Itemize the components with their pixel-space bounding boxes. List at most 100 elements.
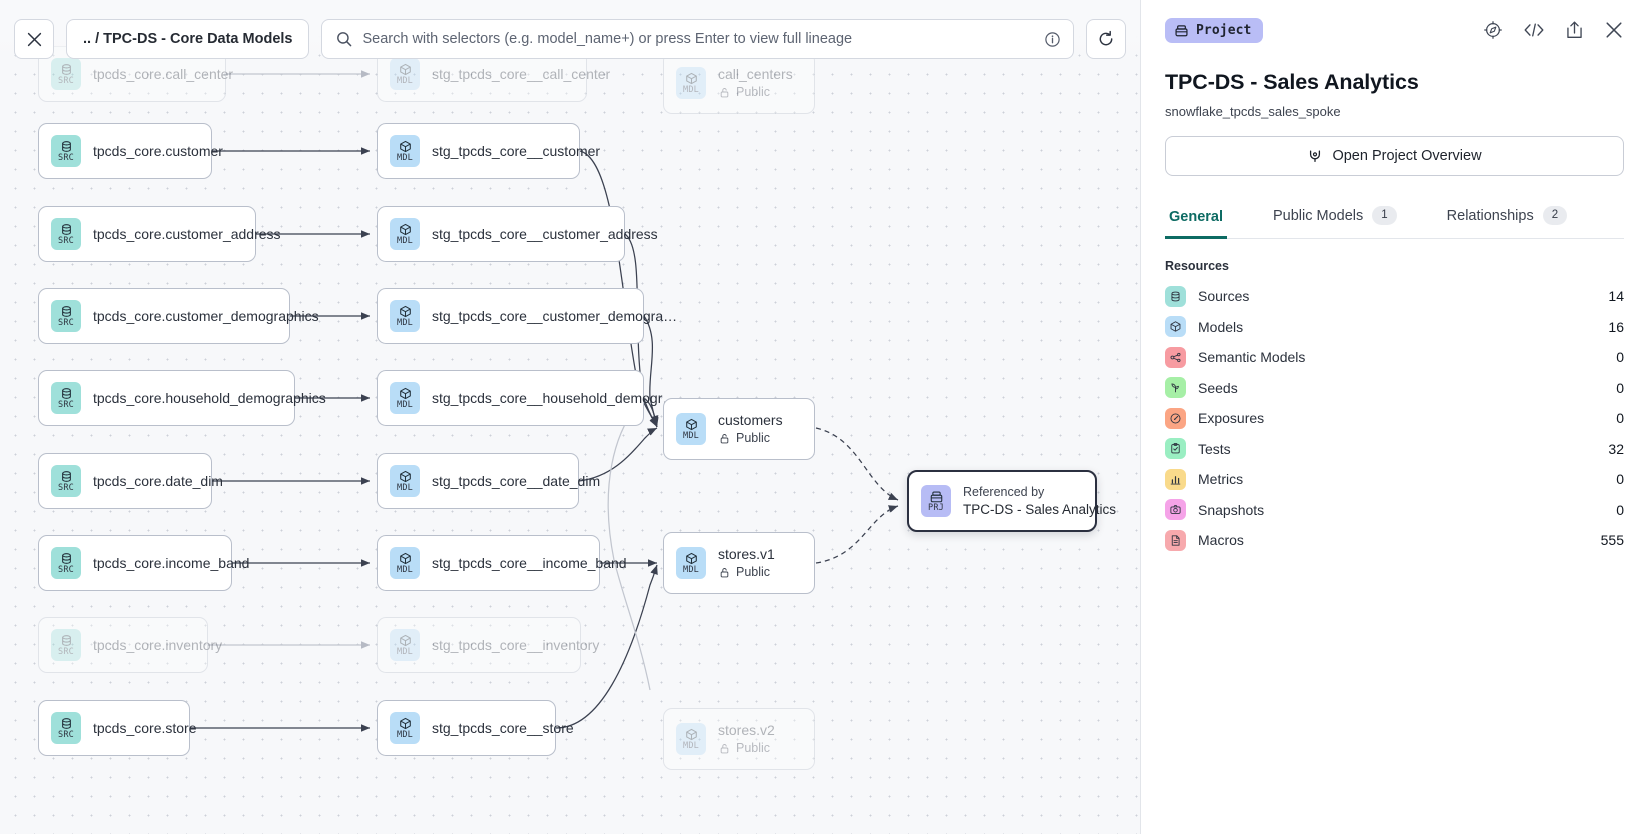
project-node-caption: Referenced by <box>963 485 1045 499</box>
node-type-label: SRC <box>58 318 74 328</box>
node-type-label: SRC <box>58 483 74 493</box>
node-type-badge-src: SRC <box>51 712 81 744</box>
search-input[interactable] <box>362 31 1034 47</box>
refresh-lineage-button[interactable] <box>1086 19 1126 59</box>
tab-count-badge: 1 <box>1372 206 1397 225</box>
resource-icon-tile <box>1165 438 1186 460</box>
info-circle-icon[interactable] <box>1044 31 1061 48</box>
share-icon[interactable] <box>1565 20 1584 40</box>
close-lineage-button[interactable] <box>14 19 54 59</box>
src-badge-icon <box>61 388 71 399</box>
node-type-badge-prj: PRJ <box>921 485 951 517</box>
lineage-node[interactable]: MDL stg_tpcds_core__income_band <box>377 535 627 591</box>
lock-icon <box>720 88 729 98</box>
lineage-node-label: tpcds_core.household_demographics <box>93 389 326 406</box>
node-type-badge-mdl: MDL <box>676 67 706 99</box>
search-bar[interactable] <box>321 19 1074 59</box>
clipboard-check-icon <box>1171 443 1180 454</box>
resource-count: 0 <box>1616 349 1624 366</box>
resource-count: 0 <box>1616 410 1624 427</box>
resource-icon-tile <box>1165 468 1186 490</box>
resource-icon-tile <box>1165 499 1186 521</box>
node-type-badge-mdl: MDL <box>390 547 420 579</box>
lineage-node-visibility: Public <box>718 741 775 756</box>
refresh-icon <box>1099 30 1113 46</box>
lineage-canvas[interactable]: .. / TPC-DS - Core Data Models <box>0 0 1140 834</box>
tab-label: General <box>1169 209 1223 225</box>
lineage-node-visibility: Public <box>718 85 793 100</box>
bar-chart-icon <box>1170 475 1181 485</box>
chip-label: Project <box>1196 22 1252 38</box>
src-badge-icon <box>61 553 71 564</box>
lineage-node-label: stg_tpcds_core__customer <box>432 142 601 159</box>
resource-type-chip[interactable]: Project <box>1165 17 1263 43</box>
resource-count: 16 <box>1608 318 1624 335</box>
node-type-badge-src: SRC <box>51 382 81 414</box>
lineage-node[interactable]: SRC tpcds_core.household_demographics <box>38 370 326 426</box>
src-badge-icon <box>61 224 71 235</box>
compass-icon[interactable] <box>1483 20 1503 40</box>
node-type-badge-src: SRC <box>51 58 81 90</box>
resource-count: 555 <box>1600 532 1624 549</box>
open-project-overview-label: Open Project Overview <box>1332 148 1482 164</box>
close-icon <box>27 32 41 46</box>
close-panel-icon[interactable] <box>1604 20 1624 40</box>
lock-icon <box>720 744 729 754</box>
node-type-badge-mdl: MDL <box>390 135 420 167</box>
node-type-label: MDL <box>397 153 413 163</box>
resource-icon-tile <box>1165 407 1186 429</box>
document-icon <box>1171 535 1180 546</box>
panel-header: Project <box>1165 0 1624 56</box>
search-icon <box>337 32 352 47</box>
tab-general[interactable]: General <box>1165 201 1227 239</box>
node-type-label: SRC <box>58 565 74 575</box>
lineage-node[interactable]: MDL stg_tpcds_core__customer <box>377 123 600 179</box>
src-badge-icon <box>61 64 71 75</box>
lineage-node-label: stg_tpcds_core__income_band <box>432 554 627 571</box>
breadcrumb[interactable]: .. / TPC-DS - Core Data Models <box>66 19 310 59</box>
node-type-badge-src: SRC <box>51 465 81 497</box>
lineage-node-label: call_centers <box>718 66 793 82</box>
resource-count: 14 <box>1608 288 1624 305</box>
lineage-node-label: tpcds_core.customer_address <box>93 225 281 242</box>
mdl-badge-icon <box>685 552 697 565</box>
node-type-label: MDL <box>683 741 699 751</box>
src-badge-icon <box>61 718 71 729</box>
lineage-node-label: stg_tpcds_core__customer_demogra… <box>432 307 678 324</box>
open-project-overview-button[interactable]: Open Project Overview <box>1165 136 1624 176</box>
code-icon[interactable] <box>1523 21 1545 39</box>
node-type-badge-mdl: MDL <box>676 413 706 445</box>
